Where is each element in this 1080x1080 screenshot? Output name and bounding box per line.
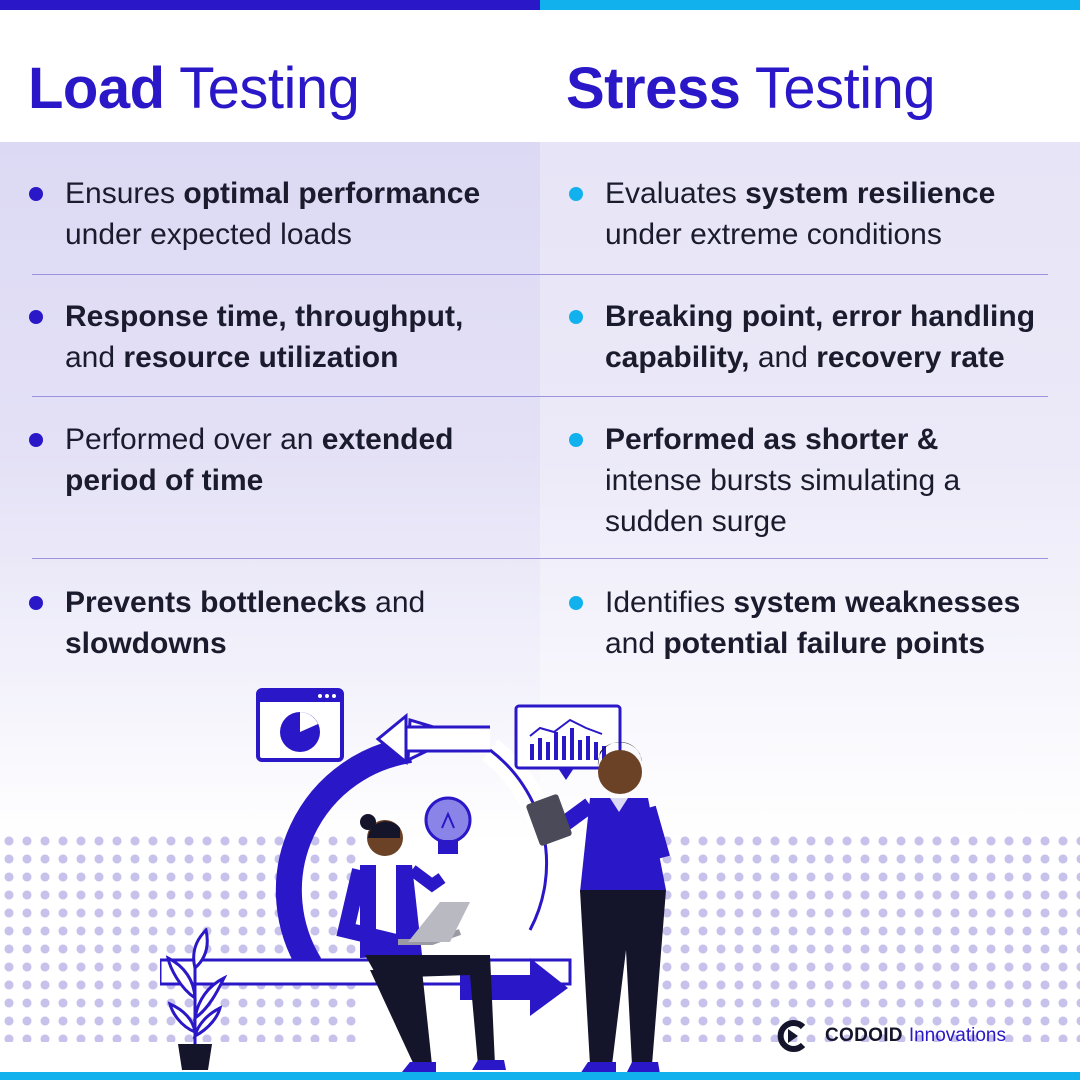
bold-phrase: system weaknesses xyxy=(733,586,1021,619)
plain-phrase: and xyxy=(749,341,817,374)
bullet-line: Identifies system weaknesses xyxy=(605,582,1020,623)
plain-phrase: under expected loads xyxy=(65,218,352,251)
bullet-line: and potential failure points xyxy=(605,623,1020,664)
bold-phrase: Response time, throughput, xyxy=(65,300,464,333)
bullet-text: Performed over an extended period of time xyxy=(65,419,454,501)
bold-phrase: Breaking point, error handling xyxy=(605,300,1036,333)
plain-phrase: Performed over an xyxy=(65,423,322,456)
bullet-dot-icon xyxy=(569,433,583,447)
header: Load Testing Stress Testing xyxy=(0,10,1080,142)
woman-with-laptop xyxy=(336,814,506,1072)
plain-phrase: sudden surge xyxy=(605,505,787,538)
bold-phrase: Prevents bottlenecks xyxy=(65,586,367,619)
logo-sub: Innovations xyxy=(908,1025,1006,1046)
stress-testing-panel xyxy=(540,142,1080,842)
stress-title-light: Testing xyxy=(740,56,936,121)
bullet-line: Breaking point, error handling xyxy=(605,296,1035,337)
load-title-light: Testing xyxy=(164,56,360,121)
top-bar-indigo xyxy=(0,0,540,10)
plain-phrase: and xyxy=(366,586,426,619)
bottom-accent-bar xyxy=(0,1072,1080,1080)
bullet-text: Prevents bottlenecks and slowdowns xyxy=(65,582,425,664)
bullet-dot-icon xyxy=(569,310,583,324)
bold-phrase: optimal performance xyxy=(183,177,481,210)
bold-phrase: capability, xyxy=(605,341,750,374)
bullet-line: sudden surge xyxy=(605,501,960,542)
load-title-bold: Load xyxy=(28,56,165,121)
bullet-line: slowdowns xyxy=(65,623,425,664)
bold-phrase: potential failure points xyxy=(663,627,986,660)
bullet-dot-icon xyxy=(569,596,583,610)
lightbulb-icon xyxy=(424,796,472,854)
bold-phrase: resource utilization xyxy=(123,341,399,374)
row-divider xyxy=(32,396,1048,397)
forward-arrow-icon xyxy=(460,958,568,1016)
bullet-text: Evaluates system resilience under extreme… xyxy=(605,173,995,255)
plain-phrase: and xyxy=(65,341,124,374)
row-divider xyxy=(32,558,1048,559)
bullet-line: and resource utilization xyxy=(65,337,463,378)
bold-phrase: recovery rate xyxy=(816,341,1005,374)
bullet-dot-icon xyxy=(569,187,583,201)
codoid-logo: CODOID Innovations xyxy=(775,1018,1006,1054)
plain-phrase: intense bursts simulating a xyxy=(605,464,961,497)
bullet-text: Response time, throughput, and resource u… xyxy=(65,296,463,378)
bullet-line: Prevents bottlenecks and xyxy=(65,582,425,623)
plain-phrase: Ensures xyxy=(65,177,184,210)
bullet-text: Ensures optimal performance under expecte… xyxy=(65,173,480,255)
bold-phrase: extended xyxy=(321,423,454,456)
stress-title-bold: Stress xyxy=(566,56,741,121)
plain-phrase: Identifies xyxy=(605,586,734,619)
load-testing-title: Load Testing xyxy=(28,54,360,124)
bold-phrase: period of time xyxy=(65,464,264,497)
bullet-line: Response time, throughput, xyxy=(65,296,463,337)
bullet-dot-icon xyxy=(29,596,43,610)
plain-phrase: and xyxy=(605,627,664,660)
row-divider xyxy=(32,274,1048,275)
bullet-line: capability, and recovery rate xyxy=(605,337,1035,378)
bullet-line: under expected loads xyxy=(65,214,480,255)
logo-brand: CODOID xyxy=(825,1025,903,1046)
bullet-dot-icon xyxy=(29,433,43,447)
bullet-line: intense bursts simulating a xyxy=(605,460,960,501)
bold-phrase: Performed as shorter & xyxy=(605,423,939,456)
top-bar-cyan xyxy=(540,0,1080,10)
bullet-line: period of time xyxy=(65,460,454,501)
bullet-text: Breaking point, error handling capability… xyxy=(605,296,1035,378)
bullet-line: Ensures optimal performance xyxy=(65,173,480,214)
dot-pattern-right xyxy=(640,832,1080,1042)
illustration xyxy=(160,688,670,1074)
bullet-line: under extreme conditions xyxy=(605,214,995,255)
bold-phrase: system resilience xyxy=(745,177,996,210)
plain-phrase: Evaluates xyxy=(605,177,746,210)
bullet-text: Performed as shorter & intense bursts sim… xyxy=(605,419,960,542)
plant-icon xyxy=(165,928,228,1070)
bullet-line: Evaluates system resilience xyxy=(605,173,995,214)
bar-chart-bubble-icon xyxy=(514,704,622,780)
pie-chart-window-icon xyxy=(256,688,344,762)
bullet-line: Performed over an extended xyxy=(65,419,454,460)
plain-phrase: under extreme conditions xyxy=(605,218,942,251)
stress-testing-title: Stress Testing xyxy=(566,54,936,124)
bold-phrase: slowdowns xyxy=(65,627,227,660)
bullet-dot-icon xyxy=(29,310,43,324)
bullet-line: Performed as shorter & xyxy=(605,419,960,460)
man-with-tablet xyxy=(526,741,670,1074)
codoid-logo-icon xyxy=(777,1020,806,1052)
bullet-dot-icon xyxy=(29,187,43,201)
top-accent-bar xyxy=(0,0,1080,10)
